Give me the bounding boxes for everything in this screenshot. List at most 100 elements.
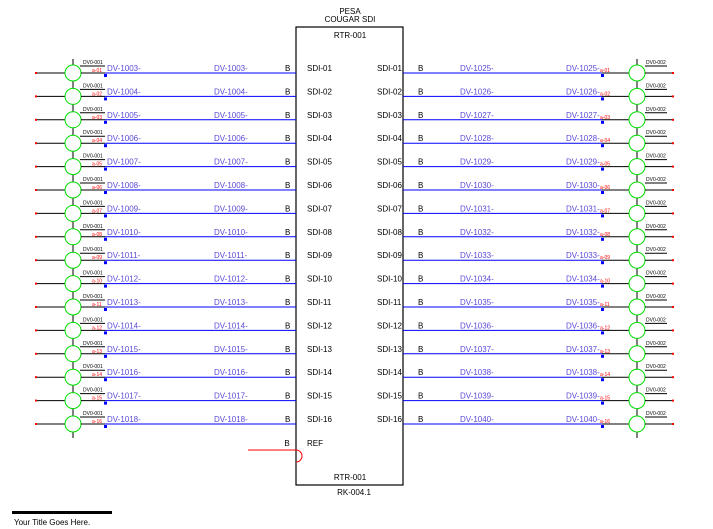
bnc-connector-icon[interactable]: [64, 181, 82, 199]
bnc-connector-icon[interactable]: [628, 181, 646, 199]
bnc-connector-icon[interactable]: [628, 111, 646, 129]
pin-label: B: [418, 228, 423, 237]
bnc-connector-icon[interactable]: [628, 298, 646, 316]
bnc-connector-icon[interactable]: [64, 345, 82, 363]
connector-tag: DV0-002: [646, 294, 666, 300]
input-port-label[interactable]: SDI-14: [307, 368, 332, 377]
bnc-connector-icon[interactable]: [64, 298, 82, 316]
output-port-label[interactable]: SDI-09: [377, 251, 402, 260]
input-port-label[interactable]: SDI-13: [307, 345, 332, 354]
wire-node: [104, 308, 107, 311]
cable-label-source: DV-1029-: [460, 158, 494, 167]
cable-label-dest: DV-1036-: [566, 321, 600, 330]
bnc-connector-icon[interactable]: [64, 321, 82, 339]
bnc-connector-icon[interactable]: [64, 64, 82, 82]
cable-label-source: DV-1034-: [460, 275, 494, 284]
stub-end-marker: [672, 376, 674, 379]
input-port-label[interactable]: SDI-09: [307, 251, 332, 260]
input-port-label[interactable]: SDI-08: [307, 228, 332, 237]
input-port-label[interactable]: SDI-11: [307, 298, 332, 307]
input-port-label[interactable]: SDI-12: [307, 321, 332, 330]
title-bar: [12, 511, 112, 514]
cable-label-source: DV-1031-: [460, 204, 494, 213]
bnc-connector-icon[interactable]: [64, 134, 82, 152]
connector-tag: DV0-002: [646, 60, 666, 66]
cable-label-source: DV-1032-: [460, 228, 494, 237]
bnc-connector-icon[interactable]: [628, 204, 646, 222]
bnc-connector-icon[interactable]: [628, 275, 646, 293]
input-port-label[interactable]: SDI-01: [307, 64, 332, 73]
connector-tag: DV0-002: [646, 107, 666, 113]
pin-label: B: [285, 392, 290, 401]
input-port-label[interactable]: SDI-16: [307, 415, 332, 424]
output-port-label[interactable]: SDI-07: [377, 204, 402, 213]
stub-end-marker: [35, 142, 37, 145]
connector-tag: DV0-001: [83, 317, 103, 323]
bnc-connector-icon[interactable]: [628, 158, 646, 176]
output-port-label[interactable]: SDI-16: [377, 415, 402, 424]
stub-end-marker: [35, 118, 37, 121]
output-port-label[interactable]: SDI-12: [377, 321, 402, 330]
pin-label: B: [418, 275, 423, 284]
bnc-connector-icon[interactable]: [628, 321, 646, 339]
input-port-label[interactable]: SDI-06: [307, 181, 332, 190]
bnc-connector-icon[interactable]: [64, 415, 82, 433]
bnc-connector-icon[interactable]: [64, 158, 82, 176]
bnc-connector-icon[interactable]: [628, 134, 646, 152]
cable-label-dest: DV-1037-: [566, 345, 600, 354]
input-port-label[interactable]: SDI-07: [307, 204, 332, 213]
bnc-connector-icon[interactable]: [628, 345, 646, 363]
cable-label-dest: DV-1018-: [214, 415, 248, 424]
output-port-label[interactable]: SDI-06: [377, 181, 402, 190]
output-port-label[interactable]: SDI-04: [377, 134, 402, 143]
bnc-connector-icon[interactable]: [64, 392, 82, 410]
output-port-label[interactable]: SDI-05: [377, 158, 402, 167]
port-sub-label: a-13: [92, 349, 102, 355]
output-port-label[interactable]: SDI-14: [377, 368, 402, 377]
port-sub-label: a-01: [600, 68, 610, 74]
input-port-label[interactable]: SDI-04: [307, 134, 332, 143]
bnc-connector-icon[interactable]: [628, 368, 646, 386]
pin-label: B: [285, 368, 290, 377]
input-port-label[interactable]: SDI-10: [307, 275, 332, 284]
cable-label-dest: DV-1003-: [214, 64, 248, 73]
input-port-label[interactable]: SDI-02: [307, 87, 332, 96]
cable-label-source: DV-1037-: [460, 345, 494, 354]
connector-tag: DV0-002: [646, 130, 666, 136]
bnc-connector-icon[interactable]: [628, 392, 646, 410]
cable-label-source: DV-1026-: [460, 87, 494, 96]
output-port-label[interactable]: SDI-02: [377, 87, 402, 96]
bnc-connector-icon[interactable]: [628, 415, 646, 433]
bnc-connector-icon[interactable]: [64, 204, 82, 222]
output-port-label[interactable]: SDI-11: [377, 298, 402, 307]
cable-label-source: DV-1025-: [460, 64, 494, 73]
wire-node: [104, 144, 107, 148]
bnc-connector-icon[interactable]: [628, 228, 646, 246]
bnc-connector-icon[interactable]: [64, 368, 82, 386]
bnc-connector-icon[interactable]: [64, 87, 82, 105]
router-box[interactable]: [295, 26, 404, 486]
bnc-connector-icon[interactable]: [628, 87, 646, 105]
wire-node: [601, 74, 604, 77]
bnc-connector-icon[interactable]: [64, 228, 82, 246]
input-port-label[interactable]: SDI-03: [307, 111, 332, 120]
bnc-connector-icon[interactable]: [628, 251, 646, 269]
cable-label-source: DV-1030-: [460, 181, 494, 190]
bnc-connector-icon[interactable]: [64, 251, 82, 269]
output-port-label[interactable]: SDI-13: [377, 345, 402, 354]
wire-node: [601, 354, 604, 358]
output-port-label[interactable]: SDI-03: [377, 111, 402, 120]
port-sub-label: a-11: [600, 302, 610, 308]
output-port-label[interactable]: SDI-01: [377, 64, 402, 73]
cable-label-source: DV-1038-: [460, 368, 494, 377]
output-port-label[interactable]: SDI-08: [377, 228, 402, 237]
stub-end-marker: [672, 352, 674, 355]
bnc-connector-icon[interactable]: [64, 111, 82, 129]
cable-label-dest: DV-1039-: [566, 392, 600, 401]
output-port-label[interactable]: SDI-15: [377, 392, 402, 401]
output-port-label[interactable]: SDI-10: [377, 275, 402, 284]
input-port-label[interactable]: SDI-15: [307, 392, 332, 401]
bnc-connector-icon[interactable]: [64, 275, 82, 293]
input-port-label[interactable]: SDI-05: [307, 158, 332, 167]
bnc-connector-icon[interactable]: [628, 64, 646, 82]
